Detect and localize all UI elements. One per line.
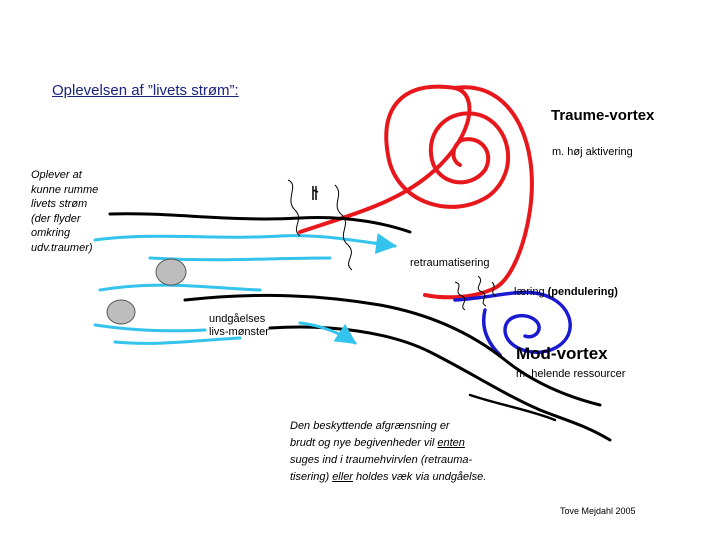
page-title: Oplevelsen af ”livets strøm”: [52, 82, 239, 99]
note-line-4b: holdes væk via undgåelse. [352, 471, 487, 484]
note-line-1: Den beskyttende afgrænsning er [290, 420, 450, 432]
note-enten: enten [437, 437, 465, 450]
boundary-squiggle-right [334, 184, 353, 271]
credit: Tove Mejdahl 2005 [560, 506, 636, 516]
stream-line-cyan-1 [93, 233, 398, 254]
stream-line-cyan-arrow [298, 321, 357, 345]
stream-line-cyan-5 [113, 336, 242, 345]
stream-line-cyan-4 [93, 323, 207, 333]
traume-vortex-sub: m. høj aktivering [552, 146, 633, 158]
pendulation-squiggles [454, 275, 497, 311]
stone-upper [155, 258, 187, 286]
stream-line-black-middle [183, 293, 602, 407]
stream-line-cyan-3 [98, 283, 262, 292]
laering-bold: (pendulering) [547, 286, 618, 298]
mod-vortex-label: Mod-vortex [516, 344, 608, 363]
stone-lower [106, 299, 136, 325]
stream-line-black-top [108, 212, 412, 234]
note-eller: eller [332, 471, 353, 484]
note-line-2a: brudt og nye begivenheder vil [290, 437, 438, 450]
retraumatisering-label: retraumatisering [410, 257, 490, 269]
mod-vortex-spiral [453, 290, 572, 357]
mod-vortex-sub: m. helende ressourcer [516, 368, 626, 380]
note-text: Den beskyttende afgrænsning er brudt og … [290, 418, 486, 486]
boundary-mark [312, 186, 319, 200]
laering-prefix: læring [514, 286, 548, 298]
stream-line-black-branch [468, 393, 557, 422]
undgaaelse-label: undgåelses livs-mønster [209, 313, 269, 338]
boundary-squiggle-left [287, 179, 301, 237]
note-line-3: suges ind i traumehvirvlen (retrauma- [290, 454, 473, 467]
traume-vortex-label: Traume-vortex [551, 107, 655, 124]
traume-vortex-spiral [298, 84, 534, 300]
oplever-text: Oplever at kunne rumme livets strøm (der… [31, 169, 99, 254]
laering-label: læring (pendulering) [514, 286, 618, 299]
note-line-4a: tisering) [290, 471, 333, 484]
